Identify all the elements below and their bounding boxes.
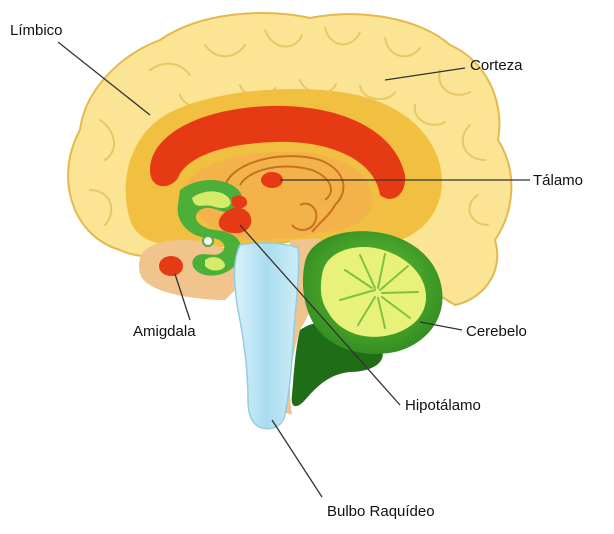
label-hipotalamo: Hipotálamo bbox=[405, 397, 481, 414]
label-corteza: Corteza bbox=[470, 57, 523, 74]
pineal-dot bbox=[203, 236, 213, 246]
label-amigdala: Amigdala bbox=[133, 323, 196, 340]
thalamus-dot bbox=[261, 172, 283, 188]
label-talamo: Tálamo bbox=[533, 172, 583, 189]
label-limbico: Límbico bbox=[10, 22, 63, 39]
amygdala-dot bbox=[159, 256, 183, 276]
label-cerebelo: Cerebelo bbox=[466, 323, 527, 340]
leader-bulbo bbox=[272, 420, 322, 497]
label-bulbo: Bulbo Raquídeo bbox=[327, 503, 435, 520]
